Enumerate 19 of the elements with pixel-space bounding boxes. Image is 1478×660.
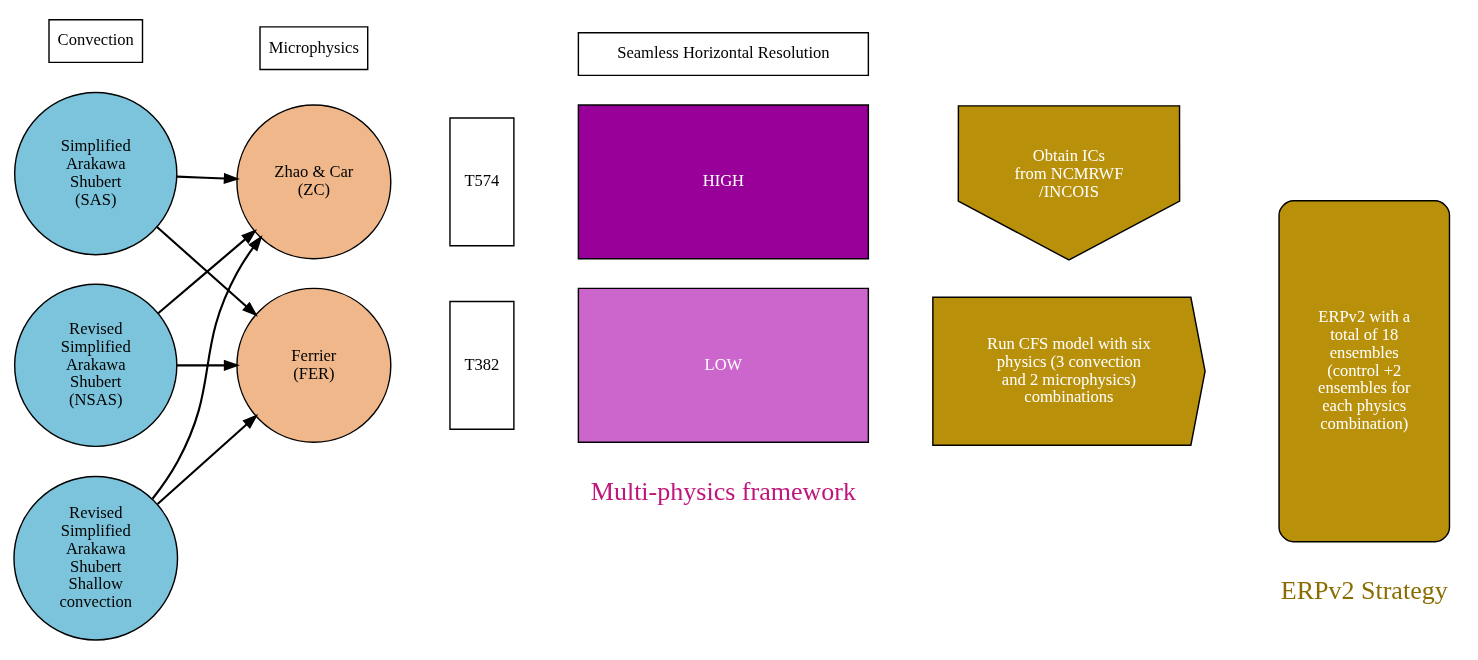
node-box: Convection — [48, 19, 144, 64]
node-box: T382 — [449, 300, 515, 430]
arrow — [151, 235, 263, 500]
node-box: ERPv2 with a total of 18 ensembles (control +2 ensembles for each physics combination) — [1278, 200, 1451, 543]
node-box: LOW — [577, 287, 870, 443]
node-circle: Zhao & Car (ZC) — [236, 104, 392, 260]
node-circle: Revised Simplified Arakawa Shubert Shallow convection — [13, 475, 179, 641]
node-circle: Ferrier (FER) — [236, 287, 392, 443]
arrow — [176, 172, 240, 185]
node-box: T574 — [449, 117, 515, 247]
node-circle: Simplified Arakawa Shubert (SAS) — [13, 91, 178, 256]
node-circle: Revised Simplified Arakawa Shubert (NSAS) — [13, 283, 178, 448]
label: ERPv2 Strategy — [1280, 576, 1448, 606]
node-box: HIGH — [577, 104, 870, 260]
node-box: Seamless Horizontal Resolution — [577, 32, 870, 77]
label: Multi-physics framework — [590, 476, 856, 506]
arrow — [176, 359, 240, 371]
node-box: Microphysics — [259, 26, 369, 71]
arrow — [156, 414, 259, 505]
